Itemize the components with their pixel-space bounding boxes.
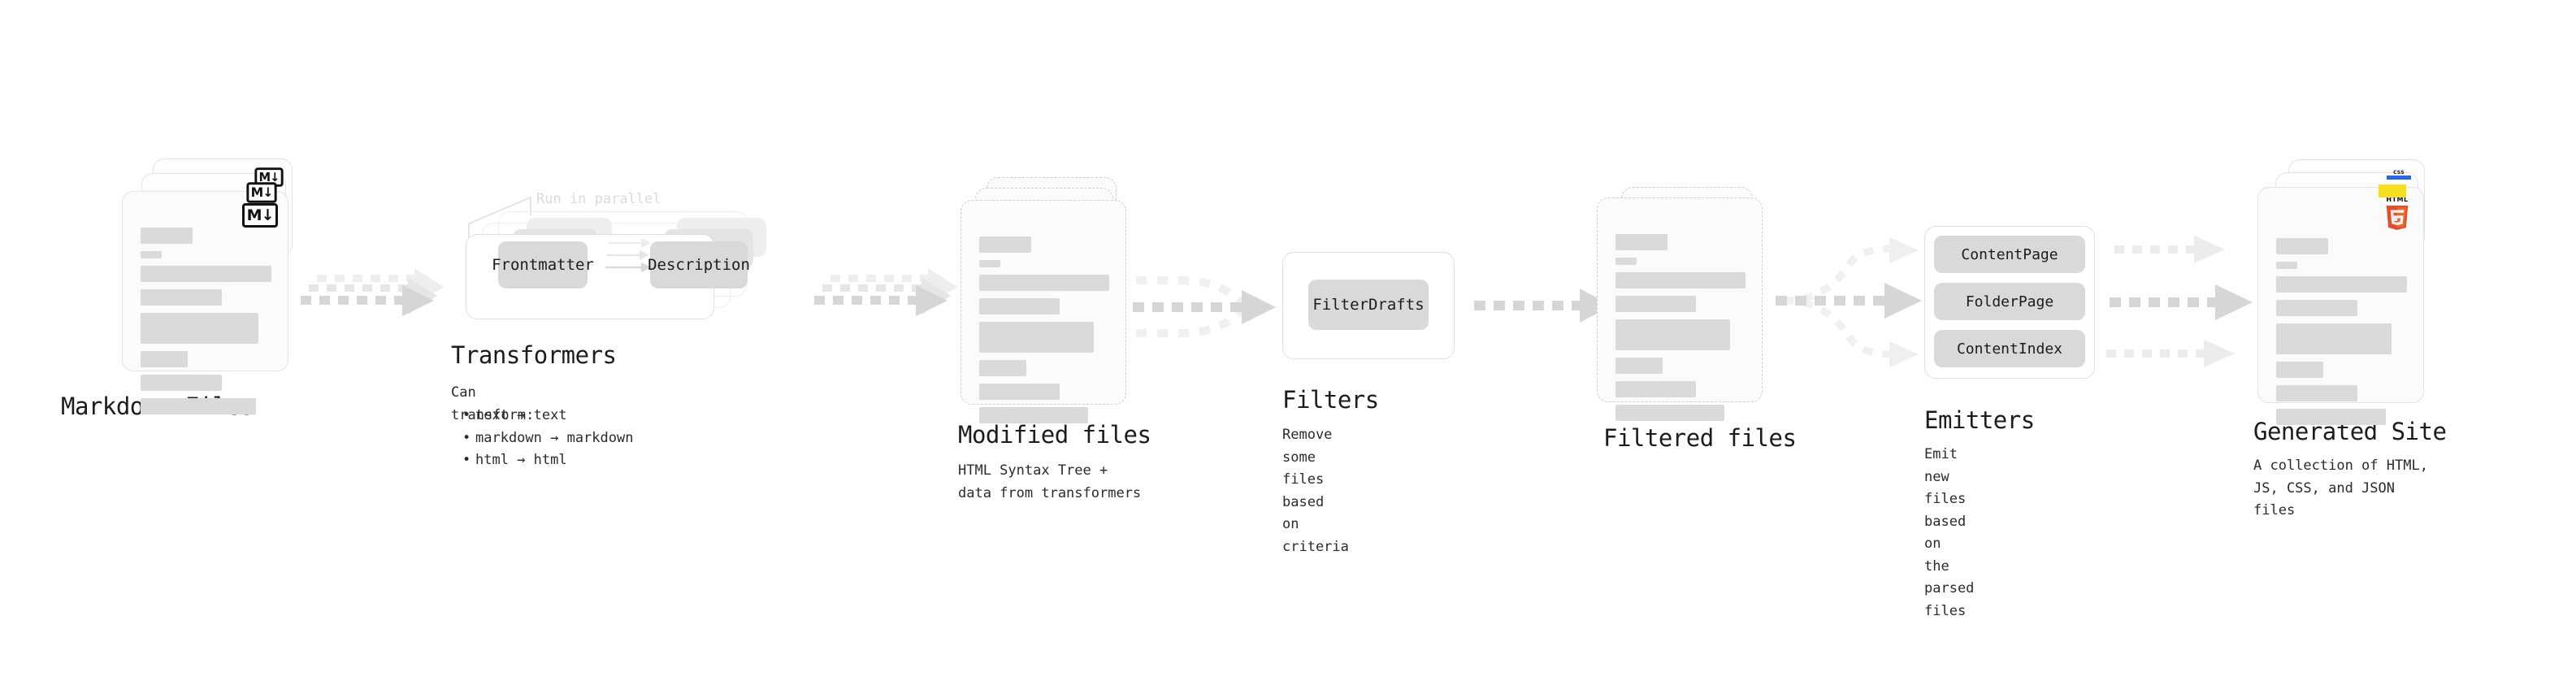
page-title-transformers: Transformers: [451, 341, 617, 369]
html5-badge-label: HTML: [2386, 196, 2409, 203]
css-badge-label: CSS: [2393, 170, 2405, 176]
stage-markdown-files: M↓ M↓ M↓ Markdown Files: [61, 158, 309, 420]
generated-site-description: A collection of HTML, JS, CSS, and JSON …: [2253, 458, 2428, 519]
stage-modified-files: Modified files HTML Syntax Tree + data f…: [958, 177, 1151, 501]
markdown-badge-label: M↓: [258, 169, 280, 184]
modified-files-description: HTML Syntax Tree + data from transformer…: [958, 462, 1142, 501]
emitter-plugin-folderpage[interactable]: FolderPage: [1934, 283, 2085, 320]
filter-plugin-filterdrafts[interactable]: FilterDrafts: [1308, 280, 1429, 330]
emitter-plugin-contentpage[interactable]: ContentPage: [1934, 236, 2085, 273]
generated-file-card-front: HTML: [2257, 187, 2424, 425]
connector-modified-to-filters: [1133, 276, 1276, 337]
markdown-badge-label: M↓: [250, 184, 274, 200]
generated-site-card-stack: CSS HTML: [2257, 159, 2444, 425]
filters-description: Remove some files based on criteria: [1282, 427, 1349, 555]
plugin-label: Frontmatter: [492, 256, 594, 274]
page-title-filtered-files: Filtered files: [1603, 424, 1797, 452]
markdown-file-card-front: M↓: [122, 191, 288, 414]
markdown-icon: M↓: [246, 182, 277, 203]
connector-markdown-to-transformers: [301, 268, 444, 316]
card-placeholder-lines: [141, 228, 271, 414]
filtered-file-card-front: [1597, 197, 1763, 421]
modified-file-card-front: [961, 200, 1126, 423]
page-title-modified-files: Modified files: [958, 421, 1151, 449]
transformer-plugin-frontmatter[interactable]: Frontmatter: [492, 241, 594, 288]
emitter-plugin-contentindex[interactable]: ContentIndex: [1934, 330, 2085, 367]
list-item: markdown → markdown: [462, 427, 633, 450]
markdown-icon: M↓: [242, 203, 278, 228]
markdown-badge-label: M↓: [246, 206, 275, 224]
html5-icon: HTML: [2381, 196, 2413, 232]
connector-filtered-to-emitters: [1776, 237, 1922, 367]
transformer-plugin-description[interactable]: Description: [648, 241, 750, 288]
list-item: text → text: [462, 405, 633, 427]
css3-icon: CSS: [2387, 170, 2411, 180]
stage-filtered-files: Filtered files: [1597, 187, 1797, 452]
card-placeholder-lines: [2276, 238, 2407, 425]
emitters-description: Emit new files based on the parsed files: [1924, 446, 1975, 619]
markdown-files-card-stack: M↓ M↓ M↓: [122, 158, 309, 414]
plugin-label: FolderPage: [1965, 293, 2054, 310]
javascript-icon: [2379, 184, 2406, 197]
connector-filters-to-filtered: [1474, 288, 1612, 323]
plugin-label: ContentPage: [1961, 245, 2058, 263]
page-title-emitters: Emitters: [1924, 406, 2035, 434]
card-placeholder-lines: [1615, 234, 1746, 421]
plugin-label: FilterDrafts: [1312, 296, 1425, 314]
html5-shield-glyph: [2386, 206, 2409, 230]
transformers-capability-list: text → text markdown → markdown html → h…: [451, 405, 633, 472]
plugin-label: Description: [648, 256, 750, 274]
run-in-parallel-annotation: Run in parallel: [536, 191, 661, 207]
modified-files-card-stack: [961, 177, 1147, 423]
list-item: html → html: [462, 449, 633, 472]
plugin-label: ContentIndex: [1956, 340, 2063, 358]
stage-generated-site: CSS HTML: [2253, 159, 2447, 518]
filtered-files-card-stack: [1597, 187, 1784, 423]
connector-emitters-to-site: [2106, 236, 2253, 367]
page-title-filters: Filters: [1282, 386, 1379, 414]
connector-transformers-to-modified: [814, 268, 957, 316]
markdown-icon: M↓: [254, 167, 284, 187]
css-badge-bar: [2387, 176, 2411, 180]
card-placeholder-lines: [979, 236, 1109, 423]
